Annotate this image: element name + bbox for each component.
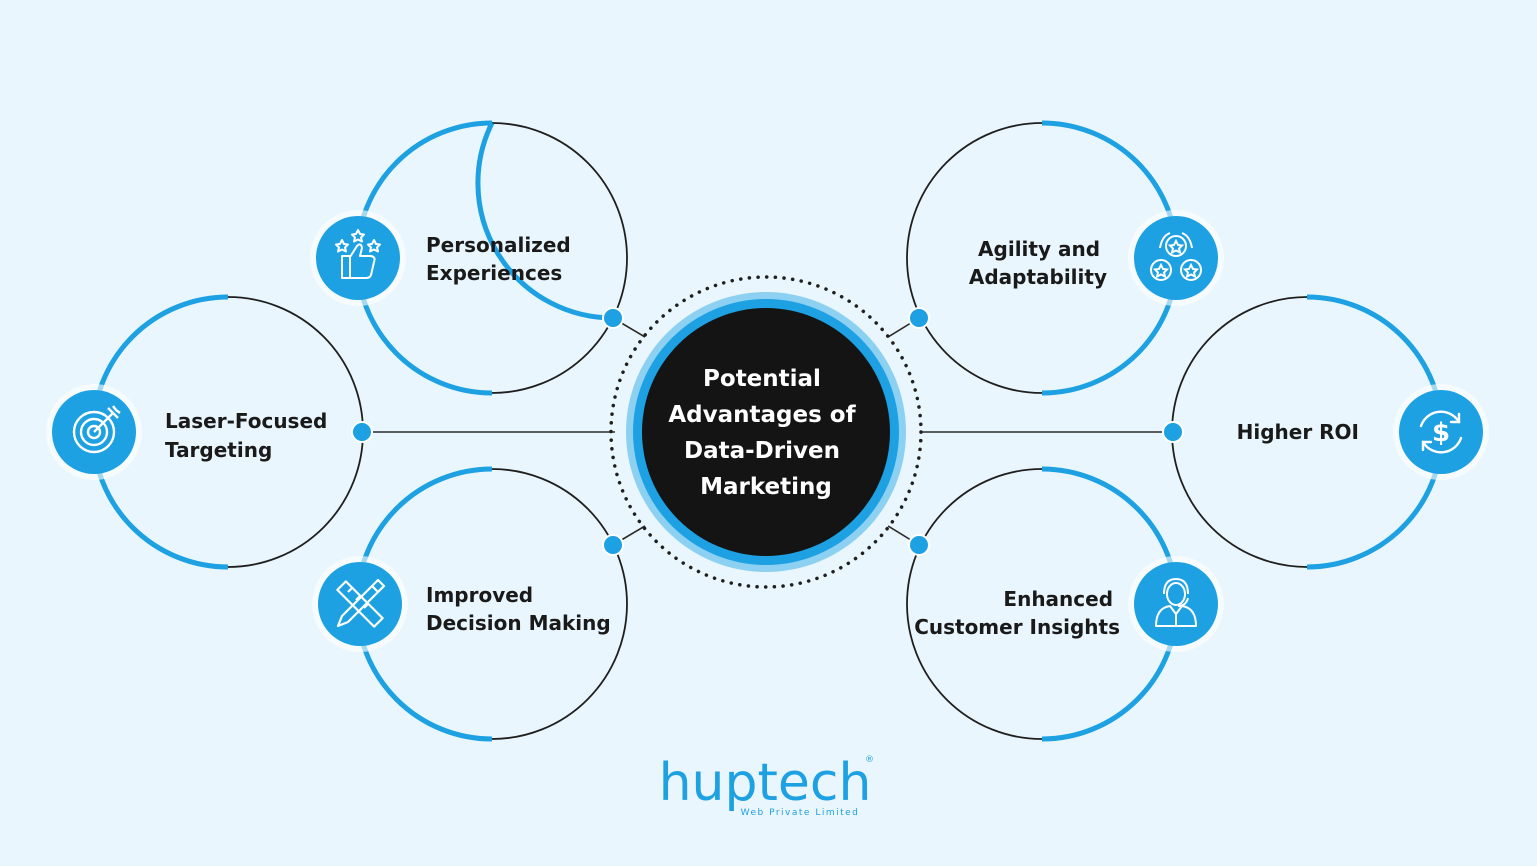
dot-personalized — [602, 307, 624, 329]
center-line-1: Potential — [703, 366, 821, 392]
label-personalized: Personalized Experiences — [426, 233, 578, 285]
label-agility-line-2: Adaptability — [969, 265, 1107, 289]
brand-registered-mark: ® — [865, 755, 874, 765]
center-hub: Potential Advantages of Data-Driven Mark… — [609, 275, 923, 589]
customer-support-icon — [1128, 556, 1224, 652]
dollar-refresh-icon: $ — [1393, 384, 1489, 480]
label-enhanced-line-2: Customer Insights — [914, 615, 1120, 639]
label-personalized-line-1: Personalized — [426, 233, 571, 257]
brand-subtitle: Web Private Limited — [741, 808, 860, 818]
thumbs-up-stars-icon — [310, 210, 406, 306]
svg-text:Potential Advantages of: Potential Advantages of Data-Driven Mark… — [668, 366, 863, 500]
center-line-3: Data-Driven — [684, 438, 840, 464]
dot-improved — [602, 534, 624, 556]
center-line-2: Advantages of — [668, 402, 856, 428]
label-agility-line-1: Agility and — [978, 237, 1100, 261]
label-improved: Improved Decision Making — [426, 583, 611, 635]
label-enhanced-line-1: Enhanced — [1003, 587, 1113, 611]
brand-name: huptech — [659, 753, 872, 813]
center-line-4: Marketing — [700, 474, 832, 500]
label-personalized-line-2: Experiences — [426, 261, 562, 285]
target-icon — [46, 384, 142, 480]
label-improved-line-1: Improved — [426, 583, 533, 607]
connector-dots — [351, 307, 1184, 556]
label-roi-line-1: Higher ROI — [1237, 420, 1359, 444]
label-agility: Agility and Adaptability — [969, 237, 1107, 289]
svg-text:$: $ — [1432, 418, 1450, 448]
label-improved-line-2: Decision Making — [426, 611, 611, 635]
label-enhanced: Enhanced Customer Insights — [914, 587, 1120, 639]
dot-roi — [1162, 421, 1184, 443]
dot-enhanced — [908, 534, 930, 556]
stars-cycle-icon — [1128, 210, 1224, 306]
label-roi: Higher ROI — [1237, 420, 1359, 444]
huptech-logo: huptech ® Web Private Limited — [659, 753, 874, 818]
dot-laser — [351, 421, 373, 443]
pencil-ruler-icon — [312, 556, 408, 652]
label-laser: Laser-Focused Targeting — [165, 409, 334, 462]
label-laser-line-1: Laser-Focused — [165, 409, 327, 433]
dot-agility — [908, 307, 930, 329]
label-laser-line-2: Targeting — [165, 438, 272, 462]
